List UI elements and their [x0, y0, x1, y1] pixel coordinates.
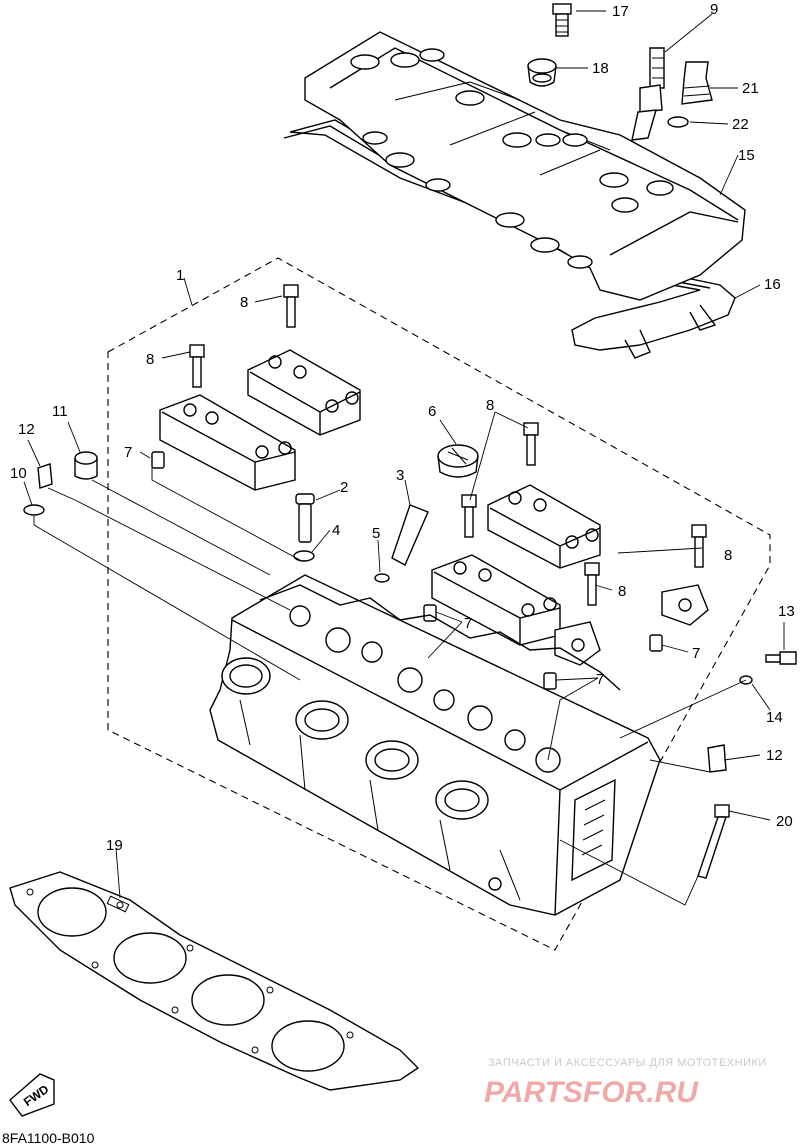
assembly-boundary: [107, 257, 771, 951]
cap-bolt-4: [461, 494, 477, 538]
label-12-a: 12: [18, 421, 35, 438]
dowel-pin: [151, 451, 165, 469]
label-15: 15: [738, 147, 755, 164]
long-bolt: [697, 804, 730, 879]
collar-right: [707, 744, 727, 773]
valve-bores: [289, 605, 561, 773]
watermark-brand: PARTSFOR.RU: [484, 1076, 699, 1109]
camshaft-cap-upper: [247, 349, 361, 436]
valve-seal: [293, 550, 315, 562]
label-6: 6: [428, 403, 436, 420]
label-13: 13: [778, 603, 795, 620]
valve-guide-2: [391, 504, 429, 566]
leader-lines: [23, 10, 785, 906]
label-16: 16: [764, 276, 781, 293]
dowel-pin: [649, 634, 663, 652]
label-8-b: 8: [146, 351, 154, 368]
cover-bolt: [552, 3, 572, 37]
collar: [37, 463, 53, 489]
label-8-a: 8: [240, 294, 248, 311]
label-8-d: 8: [724, 547, 732, 564]
valve-cover: [304, 31, 746, 359]
label-12-b: 12: [766, 747, 783, 764]
camshaft-cap-small-1: [661, 584, 709, 626]
washer: [23, 504, 45, 516]
label-14: 14: [766, 709, 783, 726]
label-7-a: 7: [124, 444, 132, 461]
label-7-d: 7: [596, 671, 604, 688]
spark-plug-cap: [681, 61, 713, 105]
bushing: [74, 451, 98, 480]
camshaft-cap-small-2: [554, 621, 601, 666]
cap-bolt-2: [189, 344, 205, 388]
drain-bolt: [765, 651, 797, 665]
label-4: 4: [332, 522, 340, 539]
label-22: 22: [732, 116, 749, 133]
label-11: 11: [52, 403, 68, 420]
circlip: [374, 573, 390, 583]
label-5: 5: [372, 525, 380, 542]
cylinder-head: [209, 574, 661, 916]
label-19: 19: [106, 837, 123, 854]
part-number-labels: 17 18 9 21 22 15 16 1 8 8 7 2 4 3 5 6 8 …: [10, 1, 795, 854]
camshaft-cap-left: [159, 394, 296, 491]
cap-bolt-6: [584, 562, 600, 606]
label-7-b: 7: [464, 615, 472, 632]
head-gasket: [9, 871, 420, 1091]
dowel-pin: [543, 672, 557, 690]
cap-bolt-1: [283, 284, 299, 328]
label-8-e: 8: [618, 583, 626, 600]
watermark-tagline: ЗАПЧАСТИ И АКСЕССУАРЫ ДЛЯ МОТОТЕХНИКИ: [488, 1057, 767, 1069]
valve-guide: [295, 493, 315, 543]
label-17: 17: [612, 3, 629, 20]
spark-plug: [631, 47, 665, 141]
label-3: 3: [396, 467, 404, 484]
label-2: 2: [340, 479, 348, 496]
forward-direction-arrow: FWD: [9, 1073, 55, 1117]
cap-bolt-3: [523, 422, 539, 466]
grommet: [527, 58, 557, 87]
watermark: ЗАПЧАСТИ И АКСЕССУАРЫ ДЛЯ МОТОТЕХНИКИ PA…: [484, 1057, 767, 1109]
dowel-pin: [423, 604, 437, 622]
blind-plug: [437, 444, 479, 478]
label-20: 20: [776, 813, 793, 830]
intake-ports: [221, 657, 489, 820]
diagram-code: 8FA1100-B010: [2, 1130, 95, 1146]
label-18: 18: [592, 60, 609, 77]
label-7-c: 7: [692, 645, 700, 662]
cap-bolt-5: [691, 524, 707, 568]
camshaft-cap-right-upper: [487, 484, 601, 569]
camshaft-cap-right-lower: [431, 554, 561, 646]
label-1: 1: [176, 267, 184, 284]
label-21: 21: [742, 80, 759, 97]
label-9: 9: [710, 1, 718, 18]
o-ring: [667, 116, 689, 128]
label-8-c: 8: [486, 397, 494, 414]
label-10: 10: [10, 465, 27, 482]
